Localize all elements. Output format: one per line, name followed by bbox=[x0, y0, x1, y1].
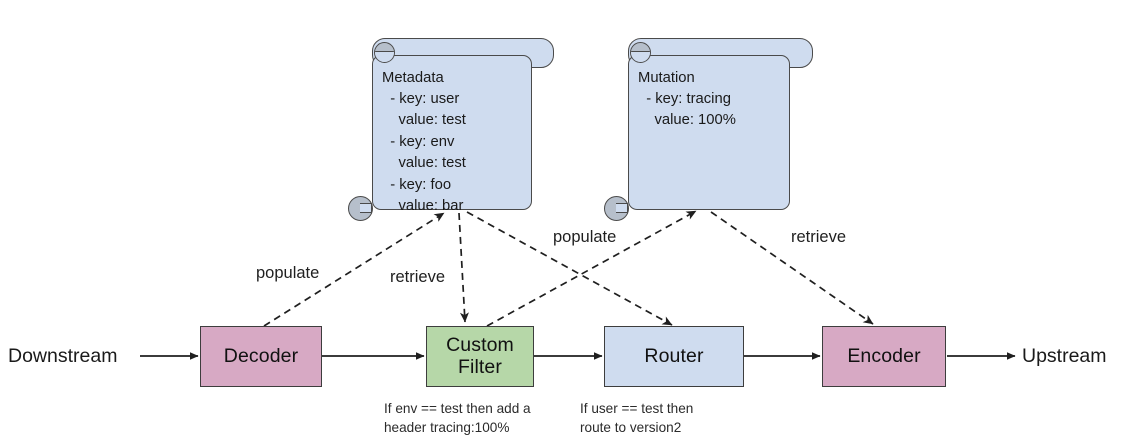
scroll-curl-icon bbox=[604, 196, 629, 221]
edge-label-retrieve-metadata-customfilter: retrieve bbox=[390, 268, 446, 286]
note-metadata-title: Metadata bbox=[382, 70, 444, 86]
node-decoder[interactable]: Decoder bbox=[200, 326, 322, 387]
scroll-curl-icon bbox=[348, 196, 373, 221]
edge-label-retrieve-mutation-encoder: retrieve bbox=[791, 228, 847, 246]
note-metadata-body bbox=[372, 55, 532, 210]
node-encoder[interactable]: Encoder bbox=[822, 326, 946, 387]
endpoint-downstream: Downstream bbox=[8, 345, 118, 367]
node-custom-filter[interactable]: Custom Filter bbox=[426, 326, 534, 387]
endpoint-upstream: Upstream bbox=[1022, 345, 1107, 367]
scroll-curl-icon bbox=[374, 42, 395, 63]
note-metadata-entries: - key: user value: test - key: env value… bbox=[390, 91, 466, 215]
note-mutation[interactable]: Mutation - key: tracing value: 100% bbox=[600, 33, 825, 221]
scroll-curl-icon bbox=[630, 42, 651, 63]
edge-label-populate-customfilter-mutation: populate bbox=[553, 228, 617, 246]
caption-custom-filter: If env == test then add a header tracing… bbox=[384, 401, 531, 435]
note-mutation-body bbox=[628, 55, 790, 210]
note-mutation-entries: - key: tracing value: 100% bbox=[646, 91, 736, 129]
note-mutation-title: Mutation bbox=[638, 70, 695, 86]
note-metadata[interactable]: Metadata - key: user value: test - key: … bbox=[340, 33, 570, 221]
edge-label-populate-decoder-metadata: populate bbox=[256, 264, 320, 282]
edge-metadata-customfilter-retrieve bbox=[458, 212, 469, 323]
node-router[interactable]: Router bbox=[604, 326, 744, 387]
caption-router: If user == test then route to version2 bbox=[580, 401, 694, 435]
